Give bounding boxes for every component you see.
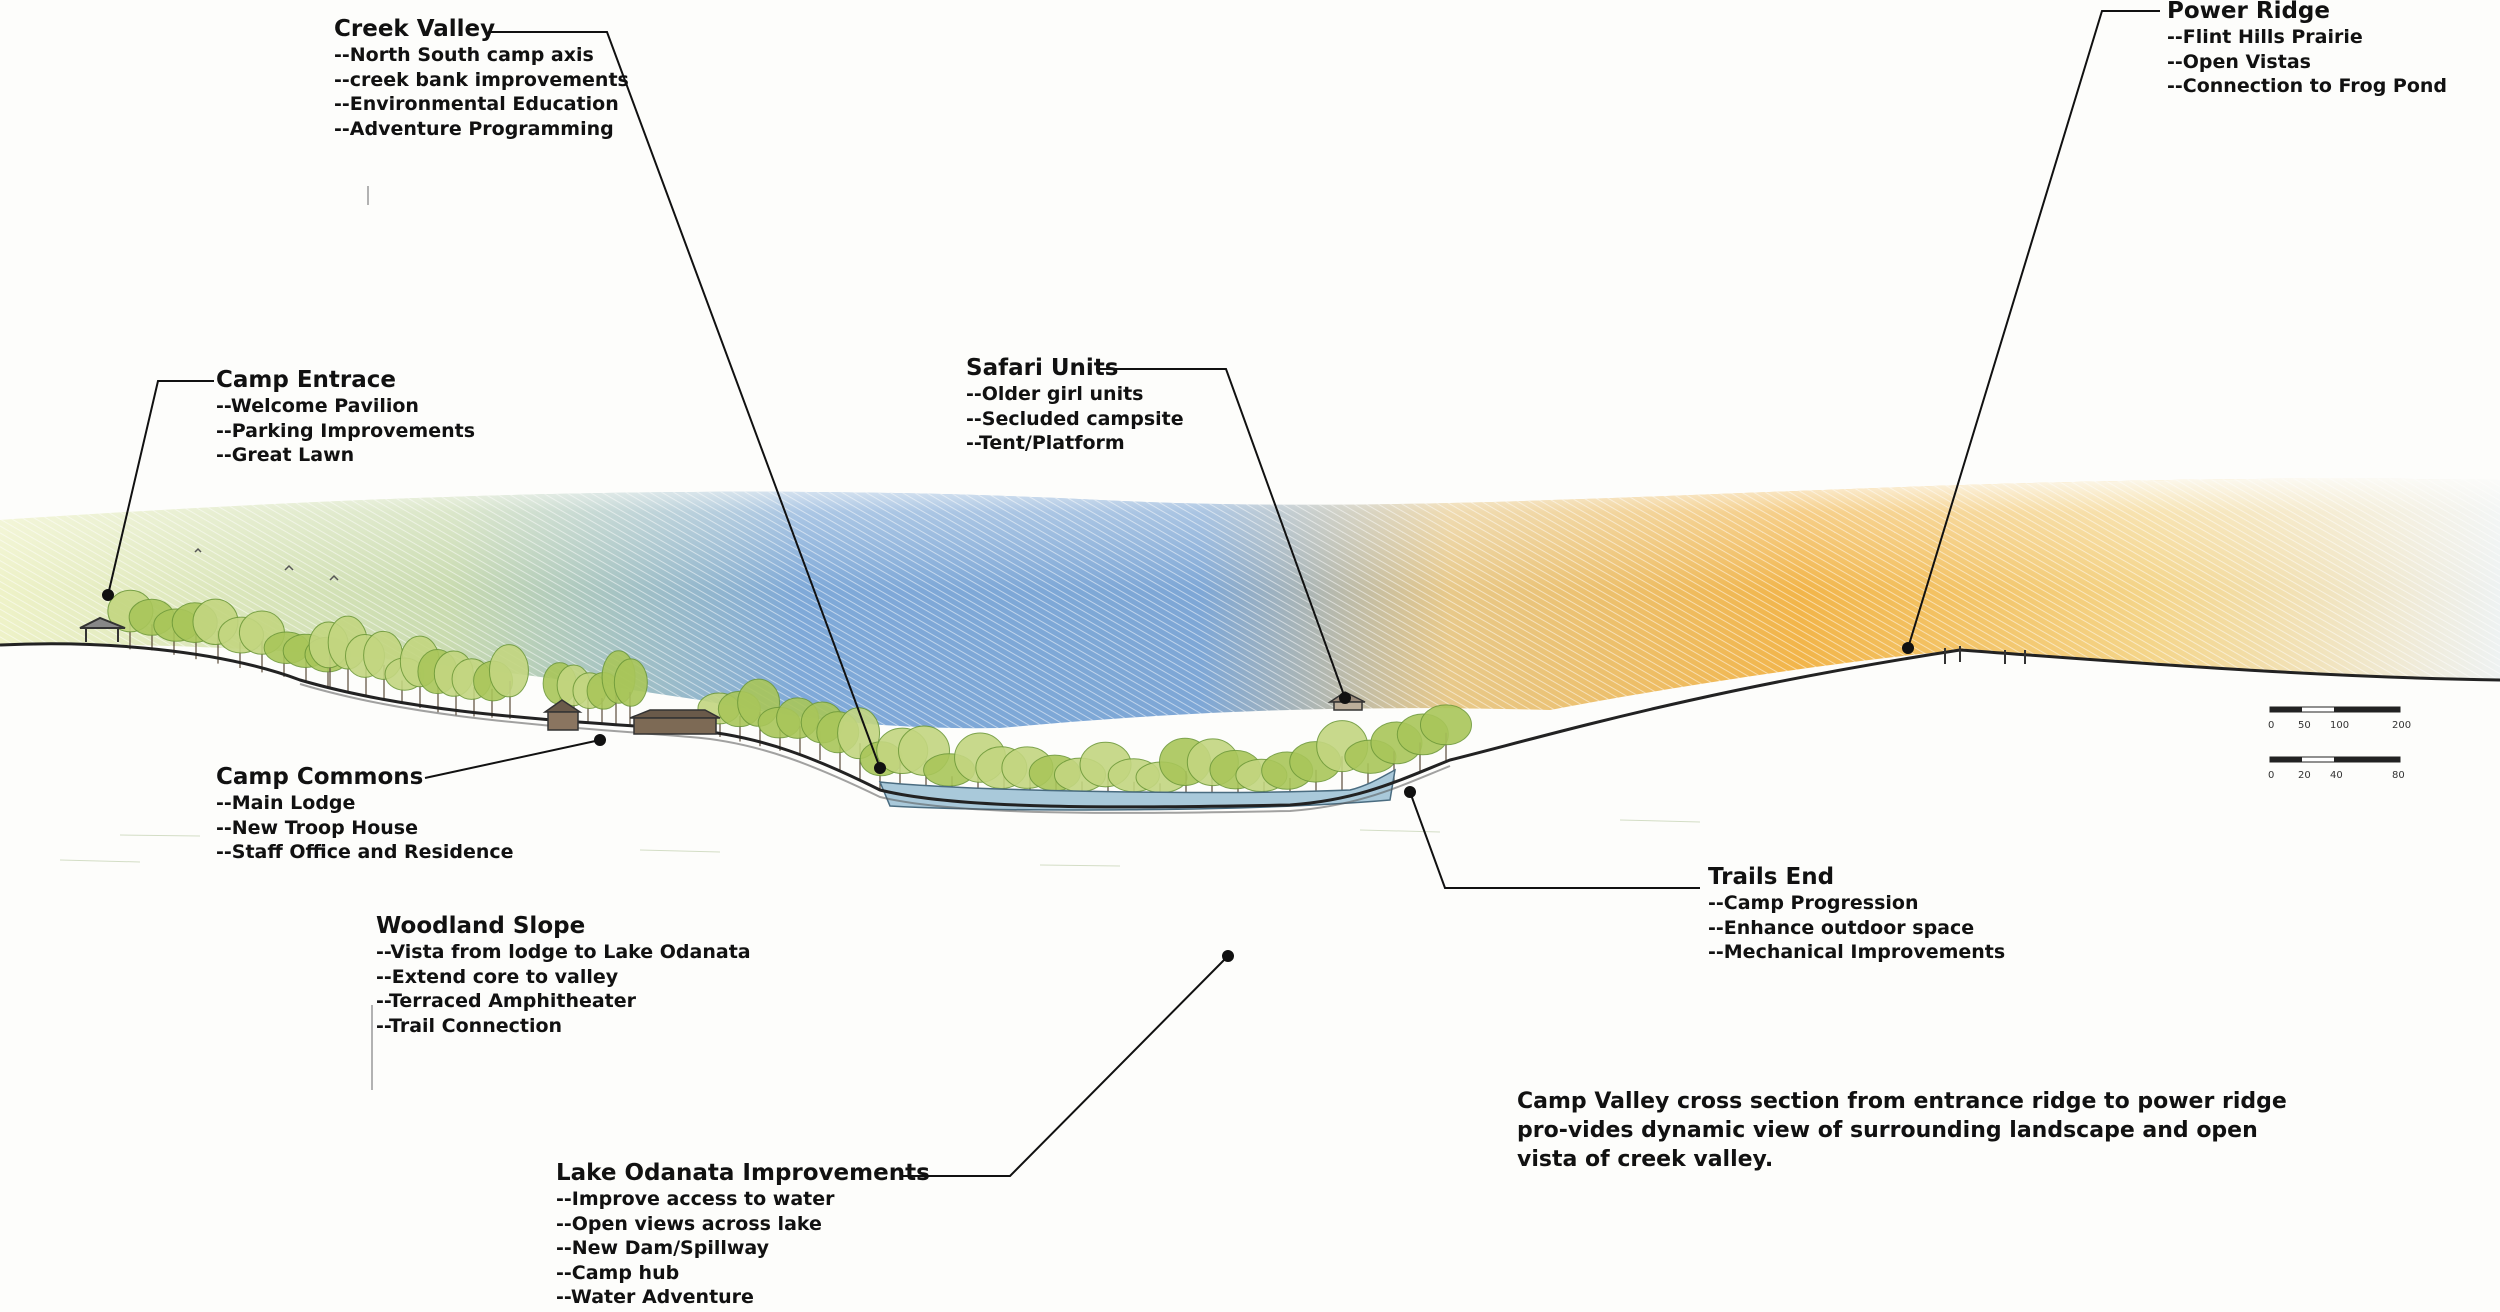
section-caption: Camp Valley cross section from entrance … [1517,1089,2287,1172]
birds [194,547,339,581]
callout-item: --Tent/Platform [966,432,1125,454]
scale-upper-1: 50 [2298,720,2311,731]
callout-item: --Extend core to valley [376,965,619,988]
callout-item: --Staff Office and Residence [216,841,514,863]
callout-trails-end: Trails End --Camp Progression --Enhance … [1708,864,2005,965]
sky-wash [0,478,2500,729]
callout-title: Power Ridge [2167,0,2330,24]
callout-item: --Secluded campsite [966,407,1184,430]
callout-item: --North South camp axis [334,44,594,66]
callout-item: --Trail Connection [376,1014,563,1037]
callout-item: --Camp Progression [1708,892,1919,914]
ridge-figures [1944,646,2026,664]
callout-lake-odanata: Lake Odanata Improvements --Improve acce… [556,1160,930,1310]
scale-tick-labels: 0 50 100 200 0 20 40 80 [2268,720,2411,781]
callout-item: --Terraced Amphitheater [376,990,637,1012]
callout-power-ridge: Power Ridge --Flint Hills Prairie --Open… [2167,0,2447,99]
callout-item: --Parking Improvements [216,419,476,442]
callout-woodland-slope: Woodland Slope --Vista from lodge to Lak… [376,913,751,1038]
callout-title: Lake Odanata Improvements [556,1160,930,1186]
ground-shadow [299,683,1451,814]
callout-item: --Flint Hills Prairie [2167,26,2363,48]
scale-upper-0: 0 [2268,720,2274,731]
callout-item: --New Troop House [216,816,418,839]
callout-item: --Main Lodge [216,792,356,814]
scale-lower-0: 0 [2268,770,2274,781]
scale-lower-3: 80 [2392,770,2405,781]
callout-item: --Enhance outdoor space [1708,916,1975,939]
ground-texture [59,819,1701,867]
main-lodge [542,699,721,735]
leader-lines [102,10,2160,1177]
callout-item: --Vista from lodge to Lake Odanata [376,941,751,963]
callout-item: --Welcome Pavilion [216,395,419,417]
callout-item: --Water Adventure [556,1286,754,1308]
lake-water [878,768,1396,811]
callout-item: --Adventure Programming [334,117,614,140]
tree-crown [613,658,648,707]
callout-title: Creek Valley [334,16,496,42]
callout-creek-valley: Creek Valley --North South camp axis --c… [334,16,629,141]
marker-ticks [367,186,373,1090]
callout-item: --Older girl units [966,383,1144,405]
callout-item: --Mechanical Improvements [1708,941,2006,963]
ground-profile [0,642,2500,809]
scale-lower-2: 40 [2330,770,2343,781]
callout-item: --Open Vistas [2167,50,2311,73]
scale-upper-3: 200 [2392,720,2411,731]
scale-upper-2: 100 [2330,720,2349,731]
callout-item: --Environmental Education [334,93,619,115]
callout-item: --Open views across lake [556,1212,822,1235]
callout-title: Trails End [1708,864,1835,890]
callout-title: Woodland Slope [376,913,586,939]
welcome-pavilion [79,616,126,642]
callout-title: Camp Entrace [216,367,397,393]
scale-bar-lower [2269,756,2401,763]
scale-bar-upper [2269,706,2401,713]
callout-item: --creek bank improvements [334,68,629,91]
callout-camp-commons: Camp Commons --Main Lodge --New Troop Ho… [216,764,514,865]
tree-crown [488,644,529,698]
callout-item: --Connection to Frog Pond [2167,75,2448,97]
callout-item: --Camp hub [556,1261,680,1284]
callout-camp-entrance: Camp Entrace --Welcome Pavilion --Parkin… [216,367,475,468]
callout-item: --Great Lawn [216,444,355,466]
callout-title: Camp Commons [216,764,424,790]
callout-safari-units: Safari Units --Older girl units --Seclud… [966,355,1184,456]
callout-title: Safari Units [966,355,1119,381]
tree-crown [1419,704,1472,746]
callout-item: --New Dam/Spillway [556,1237,770,1259]
callout-item: --Improve access to water [556,1188,835,1210]
scale-lower-1: 20 [2298,770,2311,781]
